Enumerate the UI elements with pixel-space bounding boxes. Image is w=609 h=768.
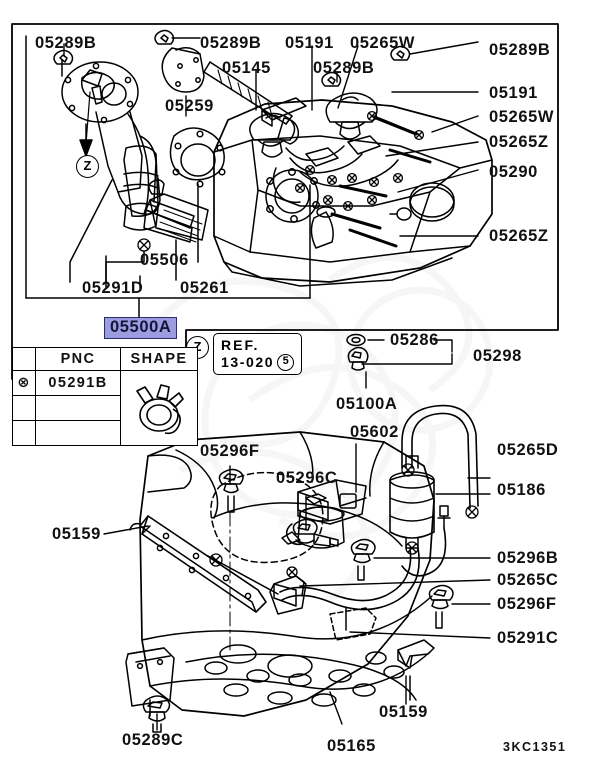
- diagram-code: 3KC1351: [503, 740, 567, 754]
- table-cell-mark: [12, 420, 36, 446]
- part-label-05289B-topcenter: 05289B: [200, 34, 262, 52]
- reference-box-number: 13-020: [221, 353, 275, 370]
- reference-box-line2: 13-020 5: [221, 353, 295, 371]
- table-cell-pnc: [35, 420, 121, 446]
- part-label-05159-left: 05159: [52, 525, 101, 543]
- reference-box-circle-number: 5: [277, 353, 295, 371]
- table-cell-pnc: [35, 395, 121, 421]
- table-header-row: PNC SHAPE: [12, 347, 198, 371]
- part-label-05265Z-right2: 05265Z: [489, 227, 549, 245]
- part-label-05191-right: 05191: [489, 84, 538, 102]
- part-label-05259: 05259: [165, 97, 214, 115]
- hose-clamp-icon: [136, 384, 184, 435]
- part-label-05145: 05145: [222, 59, 271, 77]
- table-cell-mark: ⊗: [12, 370, 36, 396]
- table-row[interactable]: [12, 420, 198, 446]
- part-label-05289B-right: 05289B: [489, 41, 551, 59]
- reference-box-line1: REF.: [221, 337, 260, 353]
- table-cell-pnc: 05291B: [35, 370, 121, 396]
- part-label-05602: 05602: [350, 423, 399, 441]
- highlighted-part-number-05500A[interactable]: 05500A: [104, 317, 178, 340]
- table-header-mark: [12, 347, 36, 371]
- part-label-05261: 05261: [180, 279, 229, 297]
- part-label-05289B-topleft: 05289B: [35, 34, 97, 52]
- part-label-05191-top: 05191: [285, 34, 334, 52]
- table-cell-mark: [12, 395, 36, 421]
- part-label-05165: 05165: [327, 737, 376, 755]
- part-label-05291D: 05291D: [82, 279, 144, 297]
- z-marker-pump: Z: [76, 155, 99, 178]
- part-label-05265C: 05265C: [497, 571, 559, 589]
- table-header-shape: SHAPE: [120, 347, 198, 371]
- part-label-05296F-right: 05296F: [497, 595, 557, 613]
- part-label-05298: 05298: [473, 347, 522, 365]
- part-label-05265Z-right1: 05265Z: [489, 133, 549, 151]
- part-label-05296B: 05296B: [497, 549, 559, 567]
- part-label-05289B-mid: 05289B: [313, 59, 375, 77]
- part-label-05296F-upper: 05296F: [200, 442, 260, 460]
- part-label-05186: 05186: [497, 481, 546, 499]
- table-row[interactable]: ⊗ 05291B: [12, 370, 198, 446]
- part-label-05265W-right: 05265W: [489, 108, 555, 126]
- part-label-05506: 05506: [140, 251, 189, 269]
- table-header-pnc: PNC: [35, 347, 121, 371]
- part-label-05100A: 05100A: [336, 395, 398, 413]
- table-cell-shape-clamp: [120, 370, 198, 446]
- part-label-05291C: 05291C: [497, 629, 559, 647]
- pnc-shape-table: PNC SHAPE ⊗ 05291B: [12, 347, 198, 446]
- part-label-05290: 05290: [489, 163, 538, 181]
- part-label-05289C: 05289C: [122, 731, 184, 749]
- part-label-05286: 05286: [390, 331, 439, 349]
- part-label-05296C: 05296C: [276, 469, 338, 487]
- part-label-05159-right: 05159: [379, 703, 428, 721]
- part-label-05265D: 05265D: [497, 441, 559, 459]
- reference-box[interactable]: REF. 13-020 5: [213, 333, 303, 375]
- part-label-05265W-top: 05265W: [350, 34, 416, 52]
